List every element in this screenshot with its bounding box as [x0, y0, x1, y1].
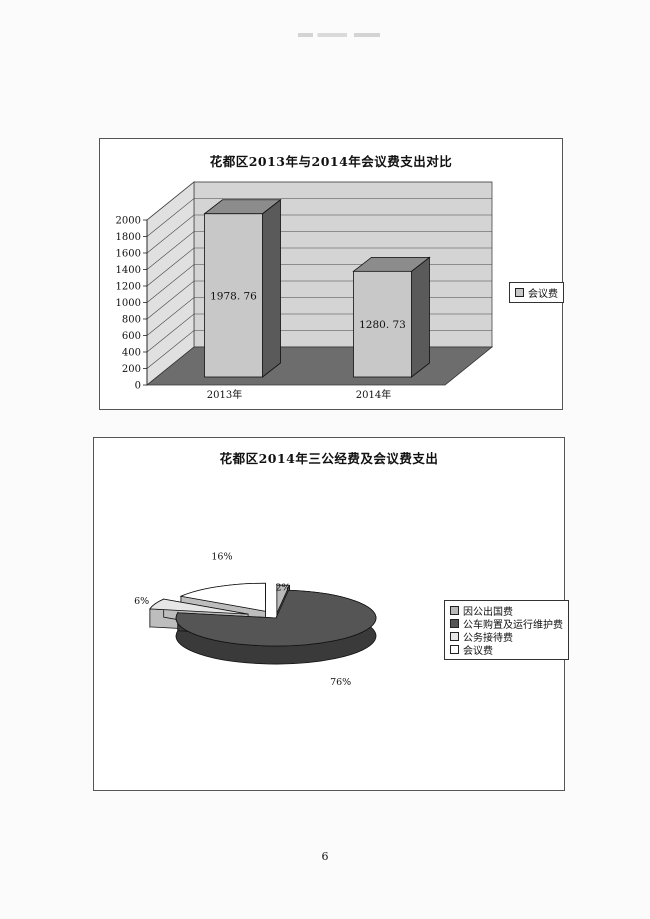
legend-item-meeting-fee: 会议费 [515, 286, 558, 300]
pie-slice [276, 584, 291, 614]
bar [353, 270, 412, 378]
y-tick-label: 400 [122, 348, 141, 359]
bar-data-label: 1280. 73 [359, 319, 406, 331]
legend-label: 会议费 [528, 289, 558, 300]
bar-side [411, 256, 430, 378]
legend-swatch [450, 632, 459, 641]
pie-slice [149, 598, 249, 615]
pie-chart-title: 花都区2014年三公经费及会议费支出 [219, 451, 439, 466]
grid-line [146, 214, 492, 254]
legend-swatch [450, 619, 459, 628]
bar-chart-title: 花都区2013年与2014年会议费支出对比 [209, 154, 453, 169]
x-tick-label: 2013年 [207, 388, 242, 401]
bar [204, 213, 263, 378]
legend-swatch [450, 606, 459, 615]
bar-data-label: 1978. 76 [210, 290, 257, 302]
y-tick-label: 1400 [116, 265, 141, 276]
grid-line [146, 247, 492, 287]
y-tick-label: 800 [122, 315, 141, 326]
pie-chart: 2% 76% 6% 16% [134, 551, 377, 688]
legend-label: 公车购置及运行维护费 [463, 620, 563, 631]
grid-line [146, 231, 492, 270]
pie-data-label: 76% [330, 677, 351, 688]
floor [145, 346, 494, 386]
pie-slice [179, 582, 266, 612]
legend-label: 会议费 [463, 646, 493, 657]
y-tick-label: 200 [122, 364, 141, 375]
y-tick-label: 2000 [116, 216, 141, 227]
y-tick-label: 0 [135, 381, 141, 392]
y-tick-label: 1600 [116, 249, 141, 260]
y-tick-label: 1200 [116, 282, 141, 293]
y-tick-label: 600 [122, 331, 141, 342]
bar-side [262, 198, 281, 378]
legend-item-3: 会议费 [450, 643, 563, 657]
y-tick-label: 1800 [116, 232, 141, 243]
pie-data-label: 2% [275, 583, 290, 594]
grid-line [146, 198, 492, 237]
grid-line [146, 181, 492, 221]
bar-chart-legend: 会议费 [509, 282, 564, 303]
legend-swatch [515, 288, 524, 297]
bar-chart-panel: 花都区2013年与2014年会议费支出对比 0 200 400 600 800 1000 1… [99, 138, 564, 410]
page-number: 6 [321, 850, 329, 863]
scan-artifact [298, 33, 380, 37]
legend-label: 因公出国费 [463, 607, 513, 618]
pie-chart-panel: 花都区2014年三公经费及会议费支出 2% 76% 6% 16% 因公出国费 公车购置… [93, 437, 569, 791]
pie-chart-legend: 因公出国费 公车购置及运行维护费 公务接待费 会议费 [444, 600, 569, 660]
pie-slice [175, 589, 377, 647]
bar-chart: 0 200 400 600 800 1000 1200 1400 1600 1800 2000 197… [116, 181, 494, 401]
legend-label: 公务接待费 [463, 633, 513, 644]
legend-item-0: 因公出国费 [450, 604, 563, 618]
pie-data-label: 16% [211, 551, 232, 562]
x-tick-label: 2014年 [356, 388, 391, 401]
legend-swatch [450, 645, 459, 654]
pie-data-label: 6% [134, 596, 149, 607]
y-tick-label: 1000 [116, 298, 141, 309]
legend-item-2: 公务接待费 [450, 630, 563, 644]
legend-item-1: 公车购置及运行维护费 [450, 617, 563, 631]
